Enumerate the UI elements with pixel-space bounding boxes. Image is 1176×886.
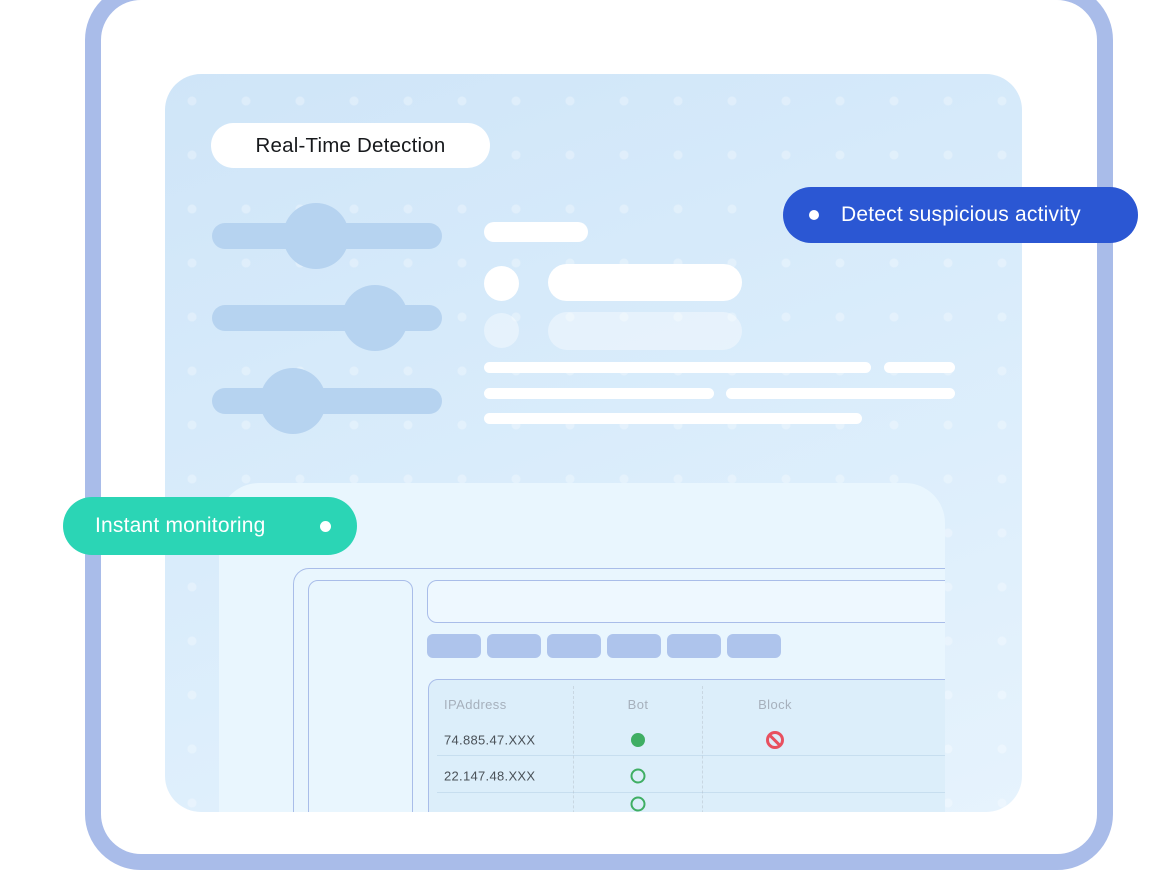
- skeleton-text-bar: [484, 413, 862, 424]
- detection-panel: Real-Time Detection: [165, 74, 1022, 812]
- skeleton-row-pill: [548, 264, 742, 301]
- skeleton-avatar-faded: [484, 313, 519, 348]
- panel-title-badge: Real-Time Detection: [211, 123, 490, 168]
- app-sidebar-outline: [308, 580, 413, 812]
- callout-instant-monitoring: Instant monitoring: [63, 497, 357, 555]
- slider-control-1[interactable]: [212, 203, 442, 269]
- bot-active-icon: [631, 733, 645, 747]
- block-icon[interactable]: [766, 731, 784, 749]
- slider-knob[interactable]: [342, 285, 408, 351]
- filter-chip[interactable]: [547, 634, 601, 658]
- callout-detect-suspicious-activity: Detect suspicious activity: [783, 187, 1138, 243]
- column-header-block: Block: [758, 697, 792, 712]
- table-row-ip[interactable]: 74.885.47.XXX: [444, 732, 536, 748]
- skeleton-label-pill: [484, 222, 588, 242]
- column-divider: [573, 686, 574, 812]
- app-window-outline: [293, 568, 945, 812]
- slider-track: [212, 388, 442, 414]
- row-divider: [437, 792, 945, 793]
- slider-knob[interactable]: [283, 203, 349, 269]
- row-divider: [437, 755, 945, 756]
- skeleton-row-pill-faded: [548, 312, 742, 350]
- skeleton-text-bar: [884, 362, 955, 373]
- skeleton-text-bar: [484, 388, 714, 399]
- column-header-bot: Bot: [627, 697, 649, 712]
- app-searchbar[interactable]: [427, 580, 945, 623]
- bullet-dot-icon: [809, 210, 819, 220]
- panel-title-label: Real-Time Detection: [255, 133, 446, 157]
- filter-chip[interactable]: [487, 634, 541, 658]
- table-row-ip[interactable]: 22.147.48.XXX: [444, 768, 536, 784]
- slider-control-2[interactable]: [212, 285, 442, 351]
- ip-table: IPAddress Bot Block 74.885.47.XXX 22.147…: [428, 679, 945, 812]
- callout-label: Detect suspicious activity: [841, 203, 1081, 226]
- filter-chip-row: [427, 634, 781, 658]
- column-header-ipaddress: IPAddress: [444, 697, 507, 712]
- bot-inactive-icon: [630, 768, 646, 784]
- bullet-dot-icon: [320, 520, 331, 532]
- filter-chip[interactable]: [427, 634, 481, 658]
- filter-chip[interactable]: [727, 634, 781, 658]
- skeleton-text-bar: [726, 388, 955, 399]
- slider-knob[interactable]: [260, 368, 326, 434]
- filter-chip[interactable]: [607, 634, 661, 658]
- filter-chip[interactable]: [667, 634, 721, 658]
- bot-inactive-icon: [630, 796, 646, 812]
- monitoring-panel: IPAddress Bot Block 74.885.47.XXX 22.147…: [219, 483, 945, 812]
- callout-label: Instant monitoring: [95, 514, 266, 537]
- skeleton-avatar: [484, 266, 519, 301]
- slider-control-3[interactable]: [212, 368, 442, 434]
- skeleton-text-bar: [484, 362, 871, 373]
- column-divider: [702, 686, 703, 812]
